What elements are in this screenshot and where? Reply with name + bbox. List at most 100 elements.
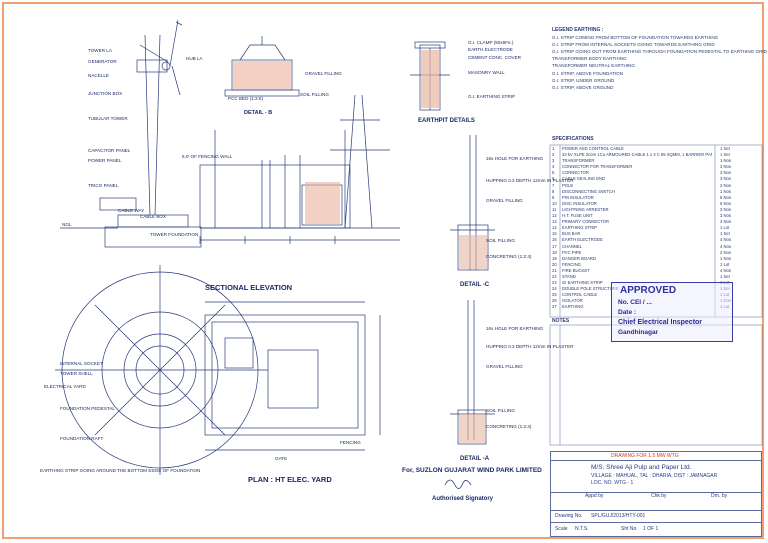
spec-desc: CONTROL CABLE	[562, 292, 598, 298]
tb-sheet-label: Sht No.	[621, 526, 638, 532]
label-soil-a: SOIL FILLING	[486, 408, 515, 413]
spec-desc: CHANNEL	[562, 243, 583, 249]
label-hupping-a: HUPPING 0.3 DEPTH 12mm IN PLASTER	[486, 344, 574, 349]
spec-desc: PVC PIPE	[562, 249, 582, 255]
legend-row: G.I. STRIP, ABOVE FOUNDATION	[552, 70, 624, 76]
spec-sr: 3	[552, 158, 555, 164]
spec-qty: 2 Nos	[720, 182, 731, 188]
spec-sr: 6	[552, 176, 555, 182]
spec-desc: EARTH ELECTRODE	[562, 237, 603, 243]
title-earthpit-details: EARTHPIT DETAILS	[418, 118, 475, 124]
tb-drn-by: Drn. by	[711, 493, 728, 499]
legend-row: TRANSFORMER NEUTRAL EARTHING	[552, 63, 635, 69]
spec-desc: H.T. FUSE UNIT	[562, 213, 593, 219]
spec-sr: 4	[552, 164, 555, 170]
spec-desc: FIRE BUCKET	[562, 267, 590, 273]
label-foundation-pedestal: FOUNDATION PEDESTAL	[60, 406, 115, 411]
label-cable-box: CABLE BOX	[140, 214, 166, 219]
label-soil-filling: SOIL FILLING	[300, 92, 329, 97]
sectional-elevation-yard	[199, 94, 400, 244]
spec-qty: 1 Nos	[720, 255, 731, 261]
spec-desc: FENCING	[562, 261, 581, 267]
label-fencing: FENCING	[340, 440, 361, 445]
label-foundation-raft: FOUNDATION RAFT	[60, 436, 103, 441]
spec-heading: SPECIFICATIONS	[552, 136, 594, 142]
legend-row: G.I. STRIP, UNDER GROUND	[552, 77, 615, 83]
title-plan: PLAN : HT ELEC. YARD	[248, 475, 332, 484]
label-tubular-tower: TUBULAR TOWER	[88, 116, 128, 121]
spec-qty: 4 Nos	[720, 237, 731, 243]
stamp-date: Date :	[618, 309, 637, 316]
spec-desc: DISCONNECTING SWITCH	[562, 188, 615, 194]
tb-scale: N.T.S.	[575, 526, 589, 532]
spec-sr: 20	[552, 261, 557, 267]
tb-chkd-by: Chk by	[651, 493, 667, 499]
spec-sr: 26	[552, 298, 557, 304]
spec-sr: 25	[552, 292, 557, 298]
legend-earthing: LEGEND EARTHING : G.I. STRIP COMING FROM…	[552, 27, 767, 91]
title-block: DRAWING FOR 1.5 MW WTG M/S. Shree Aji Pu…	[550, 451, 762, 537]
spec-desc: CABLE SEALING END	[562, 176, 606, 182]
label-cable-way: CABLE WAY	[118, 208, 144, 213]
label-gravel-filling: GRAVEL FILLING	[305, 71, 342, 76]
legend-row: G.I. STRIP FROM INTERNAL SOCKETS GOING T…	[552, 42, 715, 48]
legend-row: G.I. STRIP, ABOVE GROUND	[552, 84, 614, 90]
spec-desc: POWER AND CONTROL CABLE	[562, 146, 624, 151]
spec-sr: 19	[552, 255, 557, 261]
label-power-panel: POWER PANEL	[88, 158, 122, 163]
spec-desc: STAND	[562, 273, 576, 279]
label-gate: GATE	[275, 456, 287, 461]
tb-header: DRAWING FOR 1.5 MW WTG	[611, 453, 679, 459]
spec-desc: PIN INSULATOR	[562, 194, 594, 200]
tb-location: LOC. NO. WTG - 1	[591, 480, 634, 486]
spec-sr: 24	[552, 286, 557, 292]
title-detail-c: DETAIL -C	[460, 282, 490, 288]
spec-qty: 1 Nos	[720, 188, 731, 194]
title-detail-b: DETAIL - B	[244, 110, 272, 116]
label-capacitor-panel: CAPACITOR PANEL	[88, 148, 131, 153]
spec-sr: 17	[552, 243, 557, 249]
label-gi-strip: G.I. EARTHING STRIP	[468, 94, 515, 99]
spec-qty: 1 Set	[720, 231, 730, 237]
spec-qty: 3 Nos	[720, 170, 731, 176]
stamp-place: Gandhinagar	[618, 329, 659, 336]
label-trico-panel: TRICO PANEL	[88, 183, 119, 188]
title-sectional-elevation: SECTIONAL ELEVATION	[205, 283, 292, 292]
label-junction-box: JUNCTION BOX	[88, 91, 122, 96]
spec-qty: 3 Nos	[720, 219, 731, 225]
label-ngl: NGL	[62, 222, 72, 227]
spec-row: 19 DANGER BOARD 1 Nos	[552, 256, 760, 262]
label-hole-earthing-c: 16x HOLE FOR EARTHING	[486, 156, 544, 161]
spec-sr: 18	[552, 249, 557, 255]
spec-sr: 8	[552, 188, 555, 194]
stamp-number: No. CEI / ...	[618, 299, 652, 306]
label-earth-electrode: EARTH ELECTRODE	[468, 47, 513, 52]
label-gravel-a: GRAVEL FILLING	[486, 364, 523, 369]
spec-desc: TRANSFORMER	[562, 158, 595, 164]
spec-qty: 4 Nos	[720, 267, 731, 273]
notes-heading: NOTES	[552, 318, 570, 324]
legend-row: G.I. STRIP COMING FROM BOTTOM OF FOUNDAT…	[552, 35, 719, 41]
tb-drawing-no-label: Drawing No.	[555, 513, 583, 519]
label-nacelle: NACELLE	[88, 73, 109, 78]
spec-qty: 6 Nos	[720, 200, 731, 206]
label-fencing-wall: 6.0' OF FENCING WALL	[182, 154, 233, 159]
tb-client: M/S. Shree Aji Pulp and Paper Ltd.	[591, 464, 692, 471]
spec-desc: DANGER BOARD	[562, 255, 596, 261]
tb-sheet: 1 OF 1	[643, 526, 659, 532]
spec-qty: 2 Nos	[720, 249, 731, 255]
label-concreting-a: CONCRETING (1:2:4)	[486, 424, 532, 429]
